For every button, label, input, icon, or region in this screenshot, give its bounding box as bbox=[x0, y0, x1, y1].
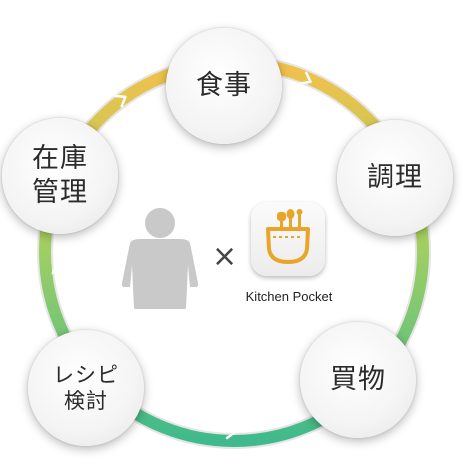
node-label: レシピ 検討 bbox=[53, 362, 119, 413]
ring-arrow-icon bbox=[225, 424, 237, 440]
apron-with-utensils-icon bbox=[266, 209, 310, 264]
node-label: 買物 bbox=[330, 364, 386, 396]
node-label: 在庫 管理 bbox=[32, 143, 88, 208]
ring-arrow-icon bbox=[114, 94, 127, 108]
ring-left-arc bbox=[39, 57, 235, 447]
ring-arrow-icon bbox=[51, 262, 66, 275]
ring-arrow-icon bbox=[299, 71, 312, 85]
cycle-node-shopping: 買物 bbox=[300, 322, 416, 438]
node-label: 調理 bbox=[367, 162, 423, 194]
cycle-node-inventory: 在庫 管理 bbox=[2, 118, 118, 234]
ring-arrow-icon bbox=[393, 284, 408, 297]
kitchen-pocket-app-icon bbox=[251, 202, 325, 276]
person-silhouette-icon bbox=[121, 208, 199, 309]
node-label: 食事 bbox=[196, 70, 252, 102]
app-name-label: Kitchen Pocket bbox=[245, 289, 333, 304]
cycle-node-meal: 食事 bbox=[166, 28, 282, 144]
multiply-sign: × bbox=[212, 239, 238, 274]
cycle-node-cooking: 調理 bbox=[337, 120, 453, 236]
cycle-node-recipe-review: レシピ 検討 bbox=[28, 330, 144, 446]
